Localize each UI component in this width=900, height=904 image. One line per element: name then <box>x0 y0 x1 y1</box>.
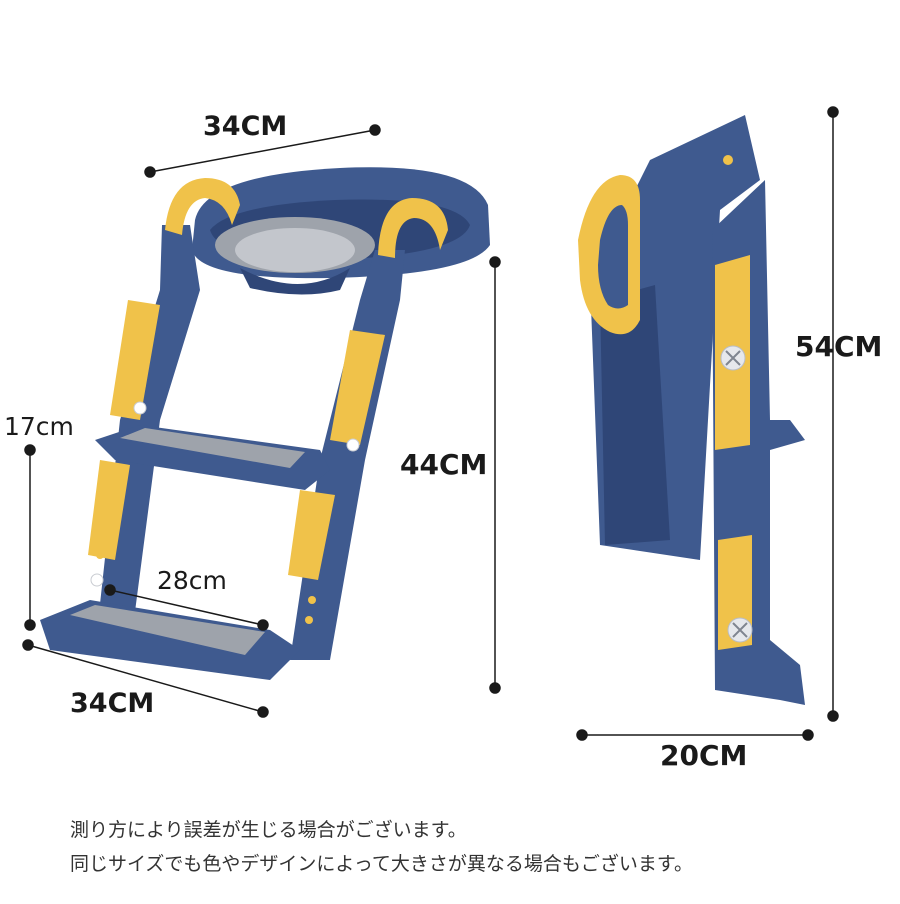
front-view <box>40 167 490 680</box>
dim-label-step-width: 28cm <box>157 566 227 595</box>
front-handles <box>165 178 448 258</box>
side-view <box>578 115 805 705</box>
dim-label-top-width: 34CM <box>203 111 288 142</box>
dim-label-step-height: 17cm <box>4 412 74 441</box>
dim-label-ladder-height: 44CM <box>400 448 488 481</box>
note-size-variation: 同じサイズでも色やデザインによって大きさが異なる場合もございます。 <box>70 853 694 875</box>
note-measurement-error: 測り方により誤差が生じる場合がございます。 <box>70 819 467 841</box>
lower-step <box>40 600 300 680</box>
dim-label-depth: 20CM <box>660 739 748 772</box>
dimension-lines <box>22 106 839 741</box>
dim-label-total-height: 54CM <box>795 330 883 363</box>
right-rail <box>288 250 405 660</box>
dim-label-bottom-width: 34CM <box>70 688 155 719</box>
upper-step <box>95 425 330 490</box>
